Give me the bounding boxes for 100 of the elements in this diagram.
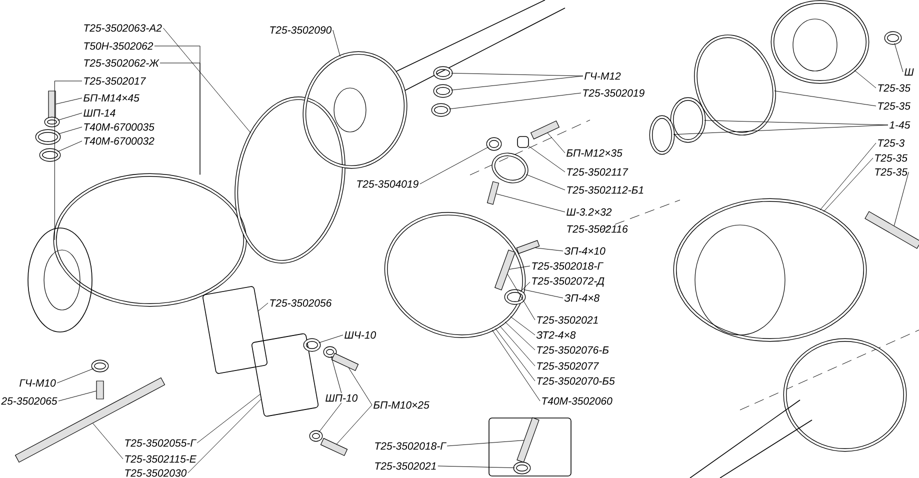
leader-line [446,440,524,446]
part-number: Т25-3502072-Д [532,277,604,287]
washer [44,116,60,128]
part-number: ГЧ-М10 [20,379,56,387]
part-number: ШП-14 [84,109,116,117]
leader-line [258,302,268,312]
part-number: Т25-3502017 [84,77,146,85]
part-number: Т25-3504019 [357,180,418,188]
housing-drawing [28,173,247,332]
part-number: Т40М-6700035 [84,123,154,131]
part-number: ЗП-4×8 [564,294,600,302]
leader-line [504,322,536,350]
leader-line [820,142,876,210]
leader-line [58,126,82,134]
washer [39,148,61,162]
washer [884,31,902,45]
leader-line [188,399,262,474]
leader-line [318,334,344,344]
leader-line [495,328,536,382]
part-number: Т25-35 [878,84,910,92]
leader-line [823,158,874,212]
leader-line [854,70,876,88]
part-number: ЗТ2-4×8 [536,331,576,339]
leader-line [510,316,536,336]
part-number: Т50Н-3502062 [84,42,154,50]
square-nut [517,136,529,148]
part-number: Т25-3502018-Г [375,442,446,450]
drum-drawing [302,51,408,169]
leader-line [348,368,372,406]
part-number: БП-М12×35 [566,149,622,157]
eye-bolt-head [513,462,531,474]
leader-line [507,274,536,320]
part-number: Т25-3 [878,139,905,147]
pin [486,181,500,205]
nut [433,66,453,80]
leader-line [92,423,124,460]
seal [649,115,675,155]
leader-line [526,174,566,190]
washer [431,103,451,117]
leader-line [894,42,904,72]
part-number: Ш-3.2×32 [566,208,612,216]
part-number: Т25-35 [875,154,908,162]
nut [433,84,453,98]
part-number: Т25-3502115-Е [125,455,196,463]
leader-line [523,289,564,298]
part-number: ШЧ-10 [344,331,376,339]
leader-line [448,92,582,110]
leader-line [57,140,82,152]
leader-line [420,146,489,184]
brake-band [384,212,526,338]
leader-line [451,76,584,90]
part-number: Т25-35 [878,102,910,110]
leader-line [318,402,342,433]
leader-line [499,326,536,366]
drum-drawing [690,338,907,478]
leader-line [673,124,888,135]
part-number: БП-М10×25 [374,401,430,409]
part-number: ЗП-4×10 [564,247,606,255]
part-number: Т25-3502062-Ж [84,59,160,67]
part-number: Ш [904,68,914,76]
part-number: Т25-3502116 [567,225,628,233]
washer [35,129,61,145]
seal [670,97,706,143]
lever [492,152,528,184]
part-number: Т25-3502077 [537,362,599,370]
leader-line [509,266,530,270]
part-number: ГЧ-М12 [584,72,621,80]
nut [91,360,109,372]
part-number: Т25-3502021 [537,316,598,324]
part-number: Т25-3502076-Б [537,346,609,354]
washer [486,137,502,151]
leader-line [535,248,564,252]
part-number: Т25-3502117 [567,168,628,176]
part-number: ШП-10 [326,394,358,402]
part-number: Т40М-3502060 [542,397,612,405]
leader-line [332,30,340,57]
gasket [202,286,268,374]
leader-line [528,146,566,172]
part-number: 25-3502065 [1,397,58,405]
part-number: Т25-3502056 [270,299,332,307]
cover [251,333,319,417]
leader-line [58,390,96,402]
part-number: Т40М-6700032 [84,137,154,145]
washer [309,430,323,442]
inset-frame [488,418,572,476]
leader-line [57,112,82,121]
leader-line [438,466,515,468]
leader-line [336,404,372,444]
washer [323,346,337,358]
part-number: Т25-3502018-Г [532,262,604,270]
bolt [516,417,540,463]
shaft [864,211,919,249]
eye-bolt-head [504,289,526,305]
leader-line [330,356,342,394]
leader-line [547,132,566,154]
leader-line [704,120,888,126]
leader-line [54,80,82,240]
pin [516,240,540,254]
part-number: Т25-3502063-А2 [84,24,162,32]
cover-drawing [770,0,870,84]
